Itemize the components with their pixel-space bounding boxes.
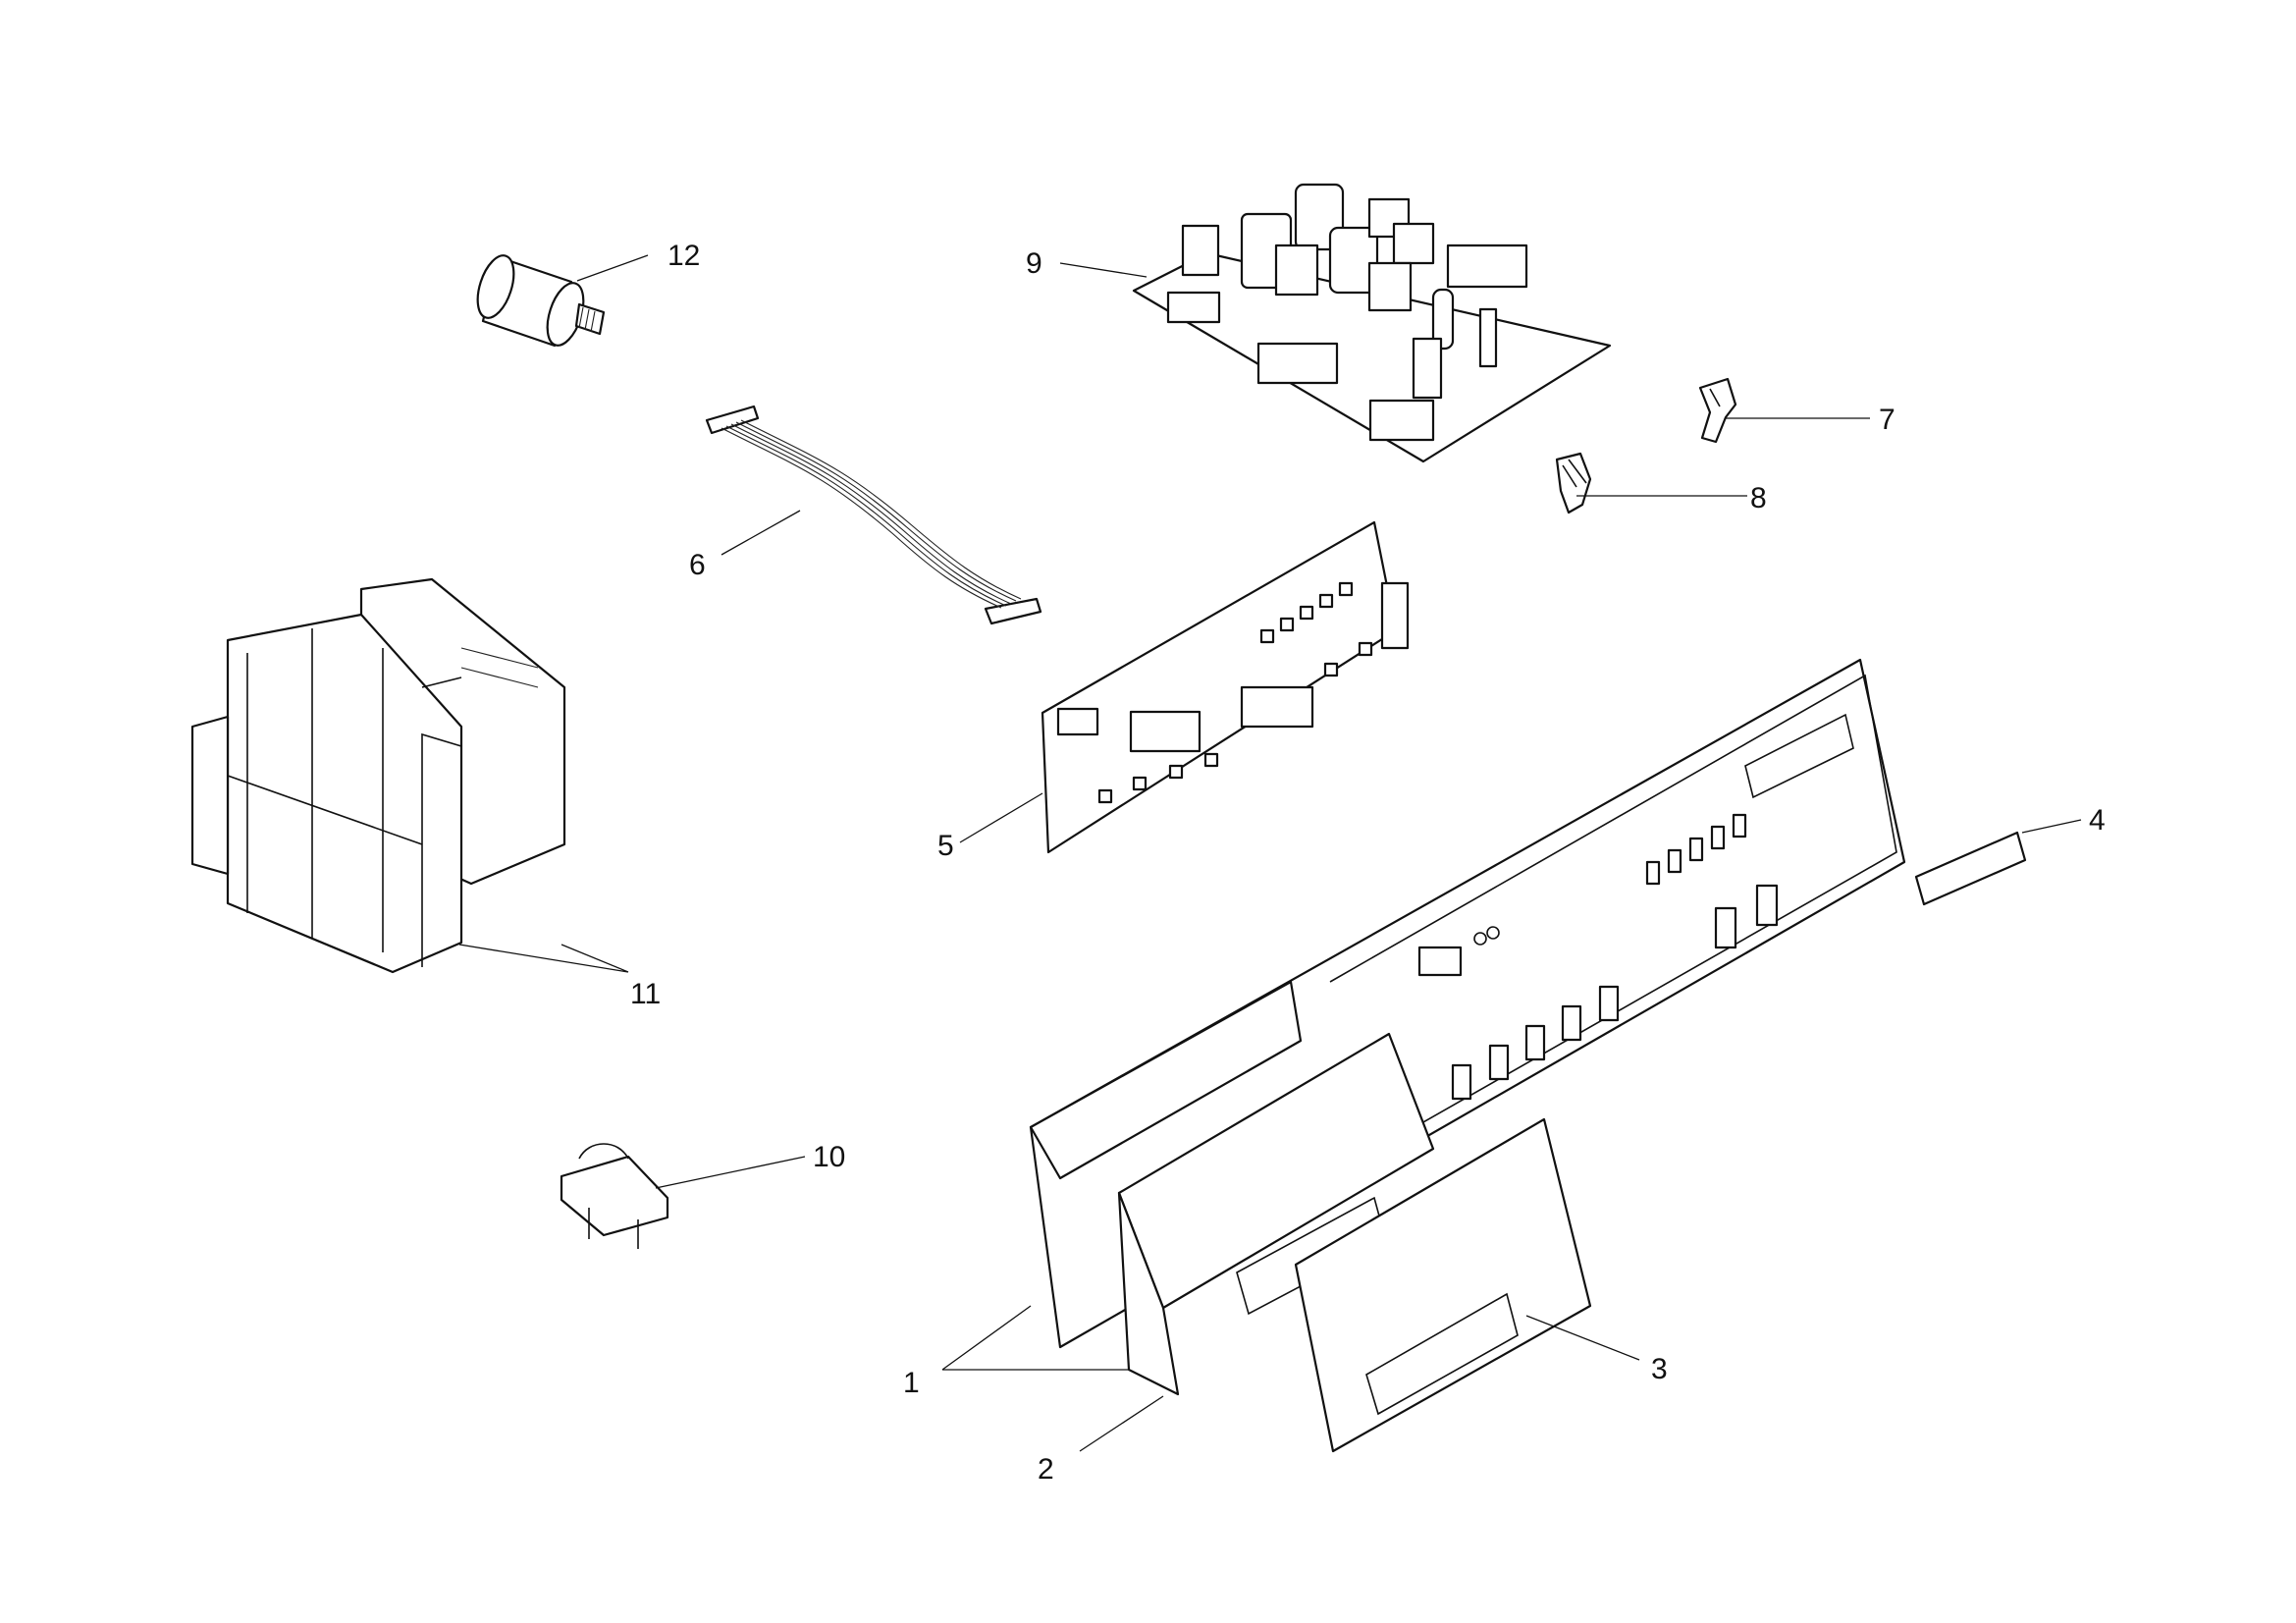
part-5-control-board: [1041, 520, 1410, 854]
callout-4: 4: [2089, 804, 2106, 837]
part-12-cylinder: [476, 254, 606, 348]
part-7-clip: [1698, 377, 1737, 444]
part-6-ribbon-cable: [705, 405, 1042, 625]
callout-12: 12: [667, 240, 700, 272]
callout-9: 9: [1026, 247, 1042, 280]
callout-1: 1: [903, 1367, 920, 1399]
part-11-housing: [190, 577, 566, 974]
callout-10: 10: [813, 1141, 845, 1173]
part-8-clip: [1555, 452, 1592, 514]
leader-lines: [458, 254, 2082, 1452]
panel-1-buttons: [1417, 813, 1779, 1101]
callout-6: 6: [689, 549, 706, 581]
callout-11: 11: [630, 978, 661, 1010]
part-2-display-panel: [1117, 1032, 1435, 1396]
part-9-power-board: [1132, 183, 1612, 463]
callout-2: 2: [1038, 1453, 1054, 1486]
part-10-clip: [560, 1143, 669, 1249]
board-5-buttons: [1097, 581, 1373, 804]
part-4-label: [1914, 831, 2027, 906]
callout-7: 7: [1879, 404, 1896, 436]
callout-labels: 12 9 7 8 6 5 4 11 10 1 2 3: [630, 240, 2106, 1486]
callout-8: 8: [1750, 482, 1767, 514]
callout-5: 5: [937, 830, 954, 862]
callout-3: 3: [1651, 1353, 1668, 1385]
part-3-label-plate: [1294, 1117, 1592, 1453]
